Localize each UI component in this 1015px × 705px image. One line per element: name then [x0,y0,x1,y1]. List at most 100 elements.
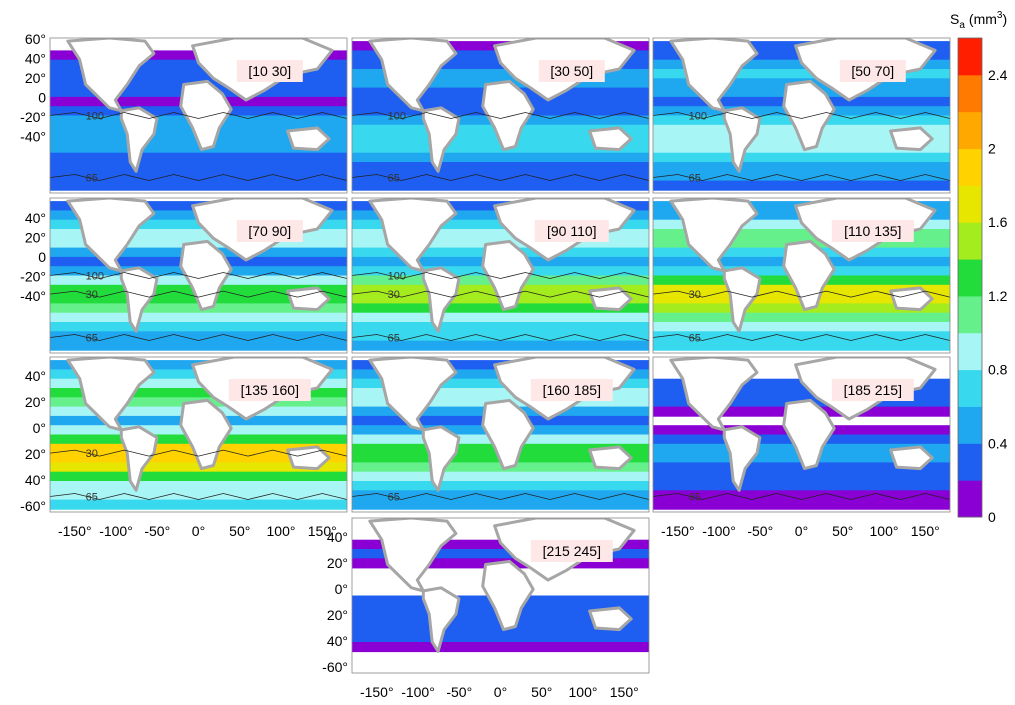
lat-tick-label: 40° [25,210,46,226]
contour-line [50,449,347,457]
lat-tick-label: -40° [20,129,46,145]
shading-band [653,69,950,80]
shading-band [50,69,347,80]
continent-outline [421,106,461,173]
shading-band [352,632,649,643]
shading-band [352,171,649,182]
shading-band [50,143,347,154]
lon-tick-label: -100° [401,684,435,700]
colorbar-tick-label: 0.4 [988,435,1008,451]
continent-outline [588,286,633,312]
panel-label: [10 30] [248,63,291,79]
shading-band [50,152,347,163]
shading-band [50,171,347,182]
contour-label: 65 [388,173,400,185]
shading-band [50,303,347,314]
continent-outline [421,425,461,492]
lat-tick-label: 20° [25,446,46,462]
continent-outline [782,79,836,152]
shading-band [352,322,649,333]
continent-outline [119,425,159,492]
shading-band [352,180,649,191]
contour-line [50,174,347,181]
panel-label-box [236,60,303,82]
continent-outline [179,398,233,471]
contour-label: 100 [388,271,406,283]
shading-band [352,162,649,173]
continent-outline [722,106,762,173]
panel-label-box [831,220,914,242]
colorbar-segment [958,480,982,518]
contour-label: 100 [388,111,406,123]
shading-band [653,331,950,342]
continent-outline [66,198,156,273]
lat-tick-label: -40° [20,288,46,304]
continent-outline [179,239,233,312]
contour-line [50,493,347,500]
shading-band [50,388,347,399]
contour-line [352,493,649,500]
panel-label: [90 110] [547,223,597,239]
contour-line [50,334,347,341]
panel-label: [30 50] [550,63,593,79]
continent-outline [481,79,535,152]
shading-band [352,499,649,510]
lat-tick-label: 40° [327,529,348,545]
colorbar-tick-label: 2.4 [988,67,1008,83]
continent-outline [286,445,331,471]
lat-tick-label: 20° [327,555,348,571]
shading-band [653,303,950,314]
contour-label: 30 [86,448,98,460]
shading-band [352,331,649,342]
continent-outline [722,266,762,333]
lat-tick-label: 20° [25,394,46,410]
colorbar-tick-label: 1.2 [988,288,1008,304]
shading-band [653,499,950,510]
panel-label-box [530,379,613,401]
continent-outline [481,559,535,632]
continent-outline [588,126,633,152]
contour-label: 30 [689,289,701,301]
shading-band [653,481,950,492]
continent-outline [119,266,159,333]
shading-band [50,322,347,333]
continent-outline [286,286,331,312]
panel-label-box [228,379,311,401]
colorbar-segment [958,259,982,297]
shading-band [653,229,950,240]
shading-band [352,623,649,634]
continent-outline [889,126,934,152]
contour-line [352,272,649,279]
continent-outline [368,198,458,273]
panel-label-box [831,379,914,401]
lat-tick-label: 20° [327,607,348,623]
lon-tick-label: 150° [610,684,639,700]
contour-line [352,112,649,119]
shading-band [352,143,649,154]
shading-band [352,312,649,323]
lat-tick-label: -20° [20,269,46,285]
shading-band [50,331,347,342]
contour-line [352,290,649,298]
lon-tick-label: 50° [832,523,853,539]
colorbar-segment [958,111,982,150]
contour-line [653,493,950,500]
map-panel: 65 100 [30 50] [351,37,650,194]
shading-band [352,642,649,653]
shading-band [653,312,950,323]
shading-band [352,69,649,80]
lon-tick-label: 50° [229,523,250,539]
colorbar-segment [958,443,982,481]
continent-outline [286,126,331,152]
shading-band [352,462,649,473]
shading-band [653,322,950,333]
lon-tick-label: -50° [446,684,472,700]
continent-outline [119,106,159,173]
shading-band [50,162,347,173]
map-panel: 65[160 185] [351,356,650,513]
lon-tick-label: 100° [569,684,598,700]
shading-band [653,143,950,154]
lon-tick-label: -50° [144,523,170,539]
lon-tick-label: -100° [99,523,133,539]
